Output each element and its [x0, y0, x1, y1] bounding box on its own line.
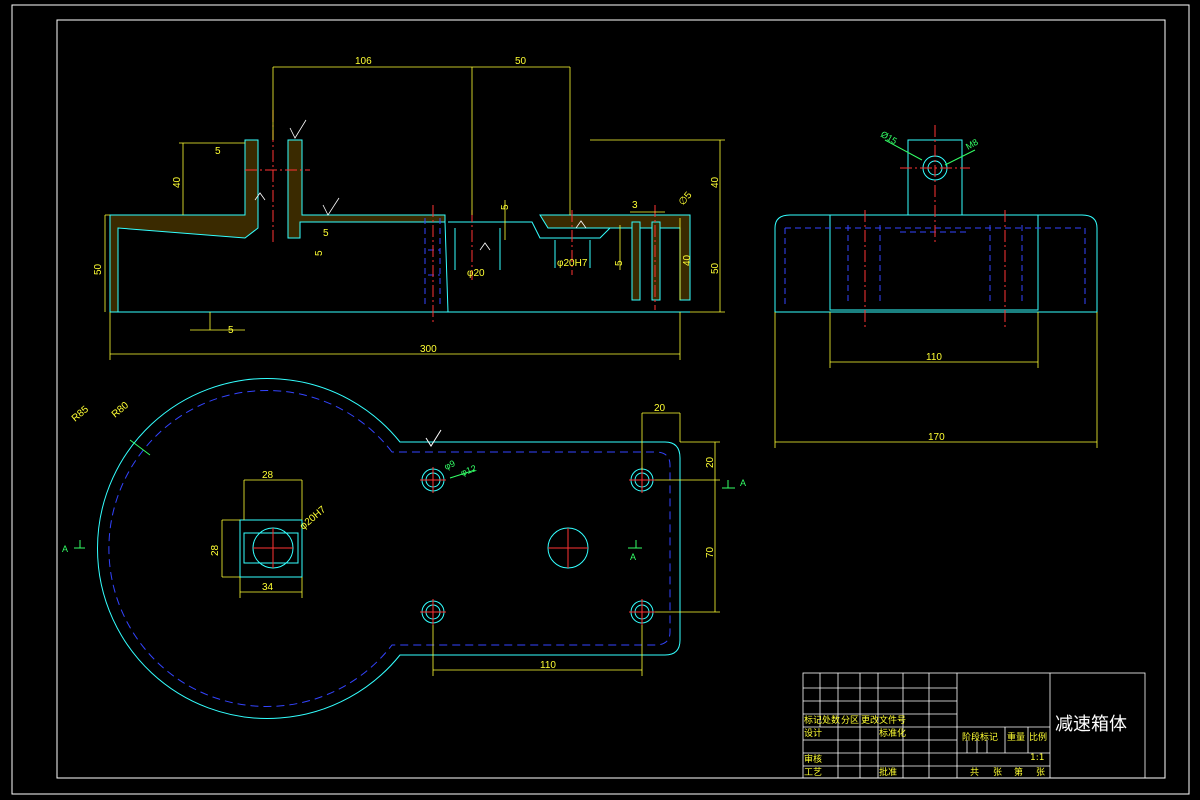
title-block [802, 672, 1146, 779]
dim-40-left: 40 [172, 176, 183, 188]
drawing-title: 减速箱体 [1055, 714, 1127, 735]
tb-sheets: 张 [993, 767, 1002, 778]
side-callout-m8: M8 [964, 137, 980, 152]
tb-mark: 标记 [804, 714, 822, 726]
top-r80: R80 [110, 400, 131, 421]
top-dim-20-top: 20 [654, 403, 666, 414]
dim-5-c: 5 [314, 250, 325, 256]
left-wall-section [109, 139, 259, 313]
top-r85: R85 [70, 404, 91, 425]
top-dim-20-right: 20 [705, 456, 716, 468]
dim-106: 106 [355, 56, 372, 67]
dim-5-e: 5 [614, 260, 625, 266]
side-view: 110 170 Ø15 M8 [774, 125, 1098, 448]
side-dim-110: 110 [926, 352, 942, 363]
dim-5-b: 5 [323, 228, 329, 239]
top-dim-34: 34 [262, 582, 274, 593]
tb-standard: 标准化 [879, 727, 906, 739]
dim-40-right-top: 40 [710, 176, 721, 188]
dim-phi20h7: φ20H7 [557, 258, 588, 269]
dim-3: 3 [632, 200, 638, 211]
tb-scale-value: 1:1 [1030, 753, 1044, 763]
tb-scale: 比例 [1029, 731, 1047, 743]
dim-40-right: 40 [682, 254, 693, 266]
tb-total: 共 [970, 767, 979, 778]
top-dim-110: 110 [540, 660, 556, 671]
outer-frame [11, 4, 1190, 795]
front-view: 106 50 5 40 50 5 5 300 5 3 5 40 40 50 5 … [93, 56, 725, 360]
side-callout-phi15: Ø15 [879, 129, 899, 146]
side-dim-170: 170 [928, 432, 945, 443]
section-mark-center: A [630, 552, 636, 562]
top-dim-70: 70 [705, 546, 716, 558]
dim-50-left: 50 [93, 263, 104, 275]
tb-approve: 批准 [879, 766, 897, 778]
dim-5-a: 5 [215, 146, 221, 157]
tb-page: 第 [1014, 766, 1023, 778]
tb-design: 设计 [804, 727, 822, 739]
dim-5-bottom: 5 [228, 325, 234, 336]
tb-change-doc: 更改文件号 [861, 714, 906, 726]
inner-frame [56, 19, 1166, 779]
top-phi20h7: φ20H7 [298, 504, 329, 532]
top-dim-28-top: 28 [262, 470, 274, 481]
top-phi9: φ9 [443, 458, 457, 472]
right-inner-wall-2 [651, 221, 661, 301]
tb-weight: 重量 [1007, 731, 1025, 743]
tb-zone: 分区 [841, 715, 859, 726]
dim-phi20: φ20 [467, 268, 485, 279]
dim-300: 300 [420, 344, 437, 355]
tb-sheet: 张 [1036, 767, 1045, 778]
section-mark-right: A [740, 478, 746, 488]
dim-50-right: 50 [710, 262, 721, 274]
tb-stage: 阶段标记 [962, 731, 998, 743]
tb-review: 审核 [804, 753, 822, 765]
tb-process: 工艺 [804, 767, 822, 778]
dim-chamfer: ∅5 [677, 190, 695, 208]
boss-wall-section [287, 139, 446, 239]
right-inner-wall [631, 221, 641, 301]
top-dim-28-left: 28 [210, 544, 221, 556]
section-mark-left: A [62, 544, 68, 554]
dim-5-d: 5 [500, 204, 511, 210]
tb-count: 处数 [822, 714, 840, 726]
dim-50-top: 50 [515, 56, 527, 67]
top-view: A A A R85 R80 28 28 34 φ20H7 φ9 φ12 20 2… [62, 378, 746, 719]
top-phi12: φ12 [459, 463, 477, 478]
title-block-text: 标记 处数 分区 更改文件号 设计 标准化 审核 工艺 批准 阶段标记 重量 比… [804, 714, 1127, 778]
